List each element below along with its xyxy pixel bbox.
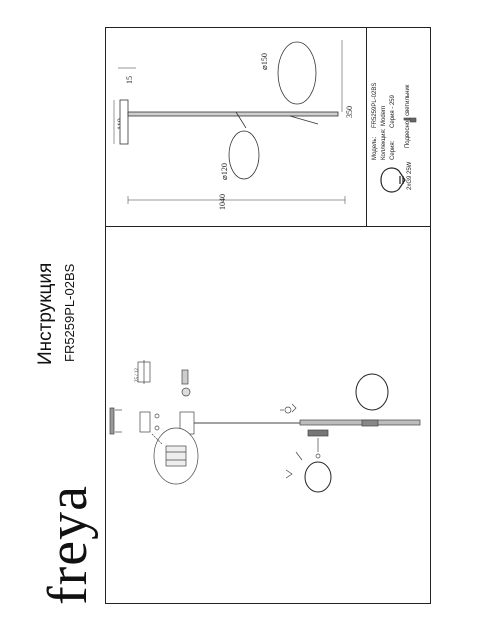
small-arm <box>235 111 247 129</box>
canopy-shape <box>119 99 129 145</box>
small-globe-shape <box>228 130 260 180</box>
main-bar <box>299 419 421 426</box>
large-arm <box>289 115 319 125</box>
section-divider <box>105 226 431 227</box>
spec-divider <box>366 27 367 227</box>
rod-shape <box>127 111 339 117</box>
ceiling-hatch <box>109 407 115 435</box>
large-globe-shape <box>277 41 317 105</box>
document-frame <box>105 27 431 604</box>
assembly-globe-large <box>355 373 389 411</box>
bulb-icon <box>380 167 406 193</box>
dimension-drawing <box>113 40 346 204</box>
assembly-globe-small <box>304 461 332 493</box>
assembly-drawing <box>109 360 421 493</box>
pendant-icon <box>403 117 417 123</box>
